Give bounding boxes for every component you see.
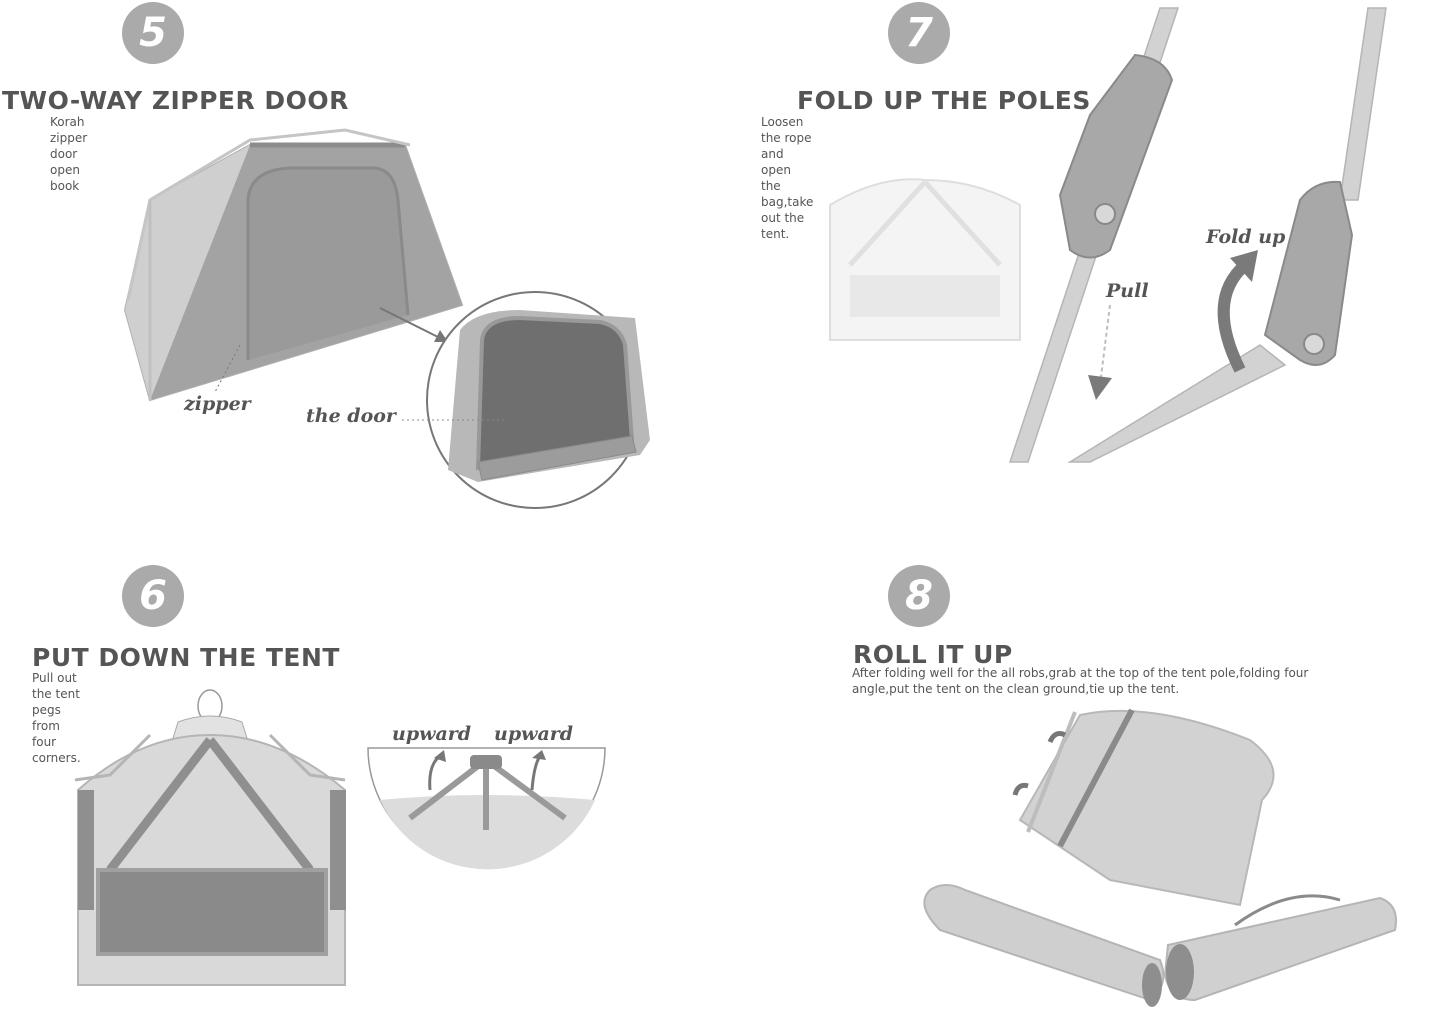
step-6-title: PUT DOWN THE TENT (32, 643, 340, 672)
step-6-subtitle: Pull out the tent pegs from four corners… (32, 671, 81, 765)
step-7-title: FOLD UP THE POLES (797, 86, 1091, 115)
step-7-subtitle: Loosen the rope and open the bag,take ou… (761, 115, 814, 241)
step-5-tent-illustration (123, 128, 650, 509)
step-8-title: ROLL IT UP (853, 640, 1013, 669)
step-5-badge: 5 (122, 2, 184, 64)
step-8-subtitle: After folding well for the all robs,grab… (852, 666, 1309, 696)
step-6-badge: 6 (122, 565, 184, 627)
zipper-label: zipper (184, 393, 251, 415)
step-5-title: TWO-WAY ZIPPER DOOR (2, 86, 349, 115)
door-label: the door (306, 405, 396, 427)
upward-left-label: upward (392, 723, 472, 745)
step-7-badge: 7 (888, 2, 950, 64)
fold-up-label: Fold up (1206, 226, 1286, 248)
step-5-subtitle: Korah zipper door open book (50, 115, 88, 193)
step-8-badge: 8 (888, 565, 950, 627)
step-7-pole-illustration (829, 7, 1387, 463)
pull-label: Pull (1106, 280, 1149, 302)
upward-right-label: upward (494, 723, 574, 745)
step-6-tent-illustration (74, 689, 606, 986)
